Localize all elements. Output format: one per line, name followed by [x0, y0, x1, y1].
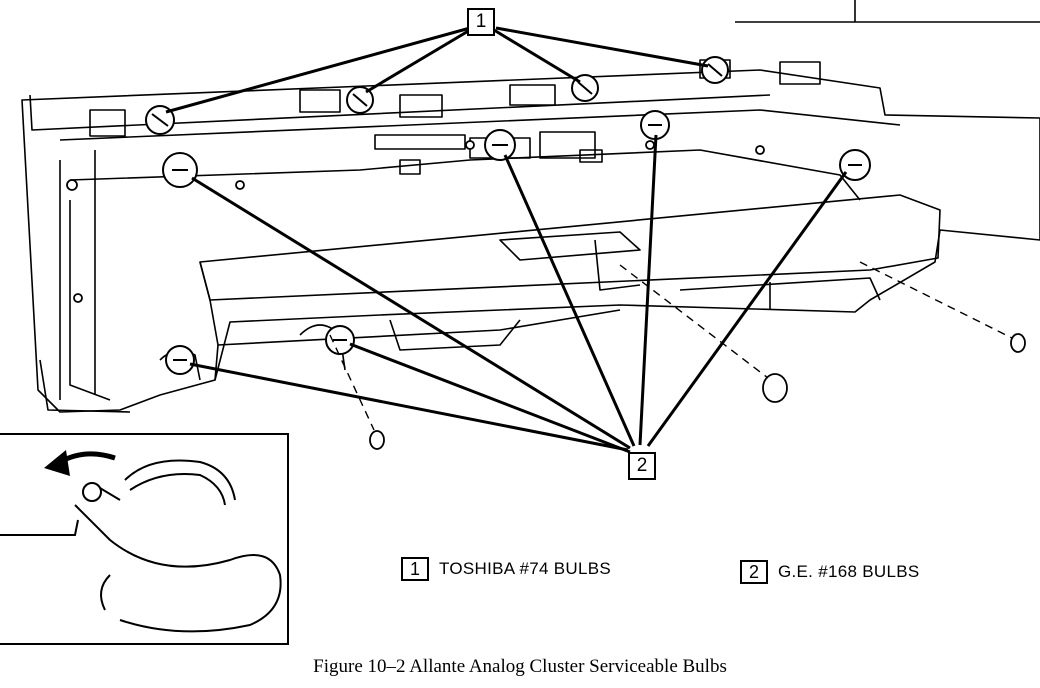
legend-number-box: 1: [401, 557, 429, 581]
screw-icon: [645, 140, 655, 150]
screw-icon: [235, 180, 245, 190]
screw-icon: [66, 179, 78, 191]
legend-number-box: 2: [740, 560, 768, 584]
callout-1-number: 1: [475, 11, 487, 32]
screw-icon: [1010, 333, 1026, 353]
screw-icon: [73, 293, 83, 303]
cluster-housing: [21, 69, 1040, 413]
callout-1-box: 1: [467, 8, 495, 36]
legend-label: G.E. #168 BULBS: [778, 562, 920, 581]
screw-icon: [755, 145, 765, 155]
legend-label: TOSHIBA #74 BULBS: [439, 559, 612, 578]
rotation-arrow-icon: [58, 451, 116, 465]
arrow-head-icon: [44, 450, 70, 476]
callout-2-box: 2: [628, 452, 656, 480]
screw-icon: [369, 430, 385, 450]
bulb-socket-icon: [82, 482, 102, 502]
legend-item-2: 2 G.E. #168 BULBS: [740, 560, 920, 584]
screw-icon: [465, 140, 475, 150]
figure-caption: Figure 10–2 Allante Analog Cluster Servi…: [313, 656, 727, 677]
screw-icon: [762, 373, 788, 403]
legend-item-1: 1 TOSHIBA #74 BULBS: [401, 557, 611, 581]
inset-frame: [0, 433, 289, 645]
callout-2-number: 2: [636, 455, 648, 476]
